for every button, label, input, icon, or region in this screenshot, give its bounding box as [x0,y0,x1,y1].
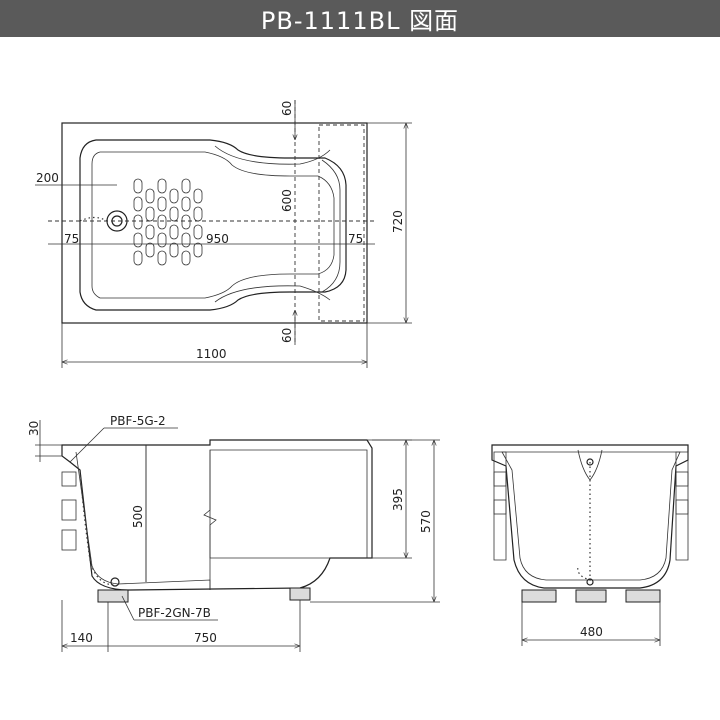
antislip-dot [133,178,143,194]
tub-inner-floor [91,151,335,299]
antislip-dot [193,224,203,240]
side-tub-body [61,439,373,591]
dim-200-label: 200 [36,171,59,185]
end-tub-inner [501,451,681,581]
dim-950-label: 950 [206,232,229,246]
end-drain-pipe [577,462,591,581]
side-rib-3 [61,529,77,551]
antislip-dot [181,178,191,194]
dim-60-top-label: 60 [280,101,294,116]
end-tub-outer [491,444,689,589]
dim-500-label: 500 [131,505,145,528]
antislip-dot [157,196,167,212]
end-hatch-right [675,451,689,561]
antislip-dot [157,250,167,266]
side-foot-1 [97,589,129,603]
antislip-dot [169,206,179,222]
antislip-dot [157,178,167,194]
tub-outer-rim [61,122,368,324]
side-apron-front [209,449,368,559]
headrest-outline [321,159,341,293]
end-rib-l1 [493,471,507,487]
drawing-title: PB-1111BL 図面 [260,7,460,35]
end-rib-r1 [675,471,689,487]
antislip-dot [181,232,191,248]
dim-75-right-label: 75 [348,232,363,246]
side-rib-2 [61,499,77,521]
end-overflow-fitting [586,458,594,466]
antislip-dot [145,224,155,240]
end-foot-1 [521,589,557,603]
drain-pipe [79,216,108,222]
dim-75-left-label: 75 [64,232,79,246]
antislip-dot [181,196,191,212]
part-bottom-leader [121,595,135,621]
dim-395-label: 395 [391,488,405,511]
end-rib-l2 [493,499,507,515]
antislip-dot [133,250,143,266]
part-top-label: PBF-5G-2 [110,414,166,428]
dim-570-label: 570 [419,510,433,533]
antislip-pattern [133,178,203,266]
antislip-dot [193,188,203,204]
antislip-dot [193,242,203,258]
side-view: 30 PBF-5G-2 500 395 570 PBF-2GN-7B 140 7… [27,414,440,652]
plan-view: 200 75 950 75 60 600 60 720 1100 [35,100,412,368]
antislip-dot [169,224,179,240]
side-rib-1 [61,471,77,487]
title-bar: PB-1111BL 図面 [0,0,720,37]
antislip-dot [133,196,143,212]
antislip-dot [145,242,155,258]
end-rib-r2 [675,499,689,515]
antislip-dot [157,214,167,230]
end-hatch-left [493,451,507,561]
drain-outlet-outer [106,210,128,232]
dim-1100-label: 1100 [196,347,227,361]
antislip-dot [145,206,155,222]
antislip-dot [169,242,179,258]
antislip-dot [181,250,191,266]
side-drain-fitting [110,577,120,587]
dim-720-label: 720 [391,210,405,233]
dim-480-label: 480 [580,625,603,639]
dim-750-label: 750 [194,631,217,645]
dim-30-label: 30 [27,421,41,436]
dim-140-label: 140 [70,631,93,645]
armrest-top [214,145,331,165]
dim-60-bottom-label: 60 [280,328,294,343]
part-top-leader [69,427,105,463]
side-foot-2 [289,587,311,601]
end-drain-fitting [586,578,594,586]
antislip-dot [133,232,143,248]
end-view: 480 [491,444,689,646]
antislip-dot [193,206,203,222]
antislip-dot [181,214,191,230]
end-foot-3 [625,589,661,603]
antislip-dot [133,214,143,230]
side-apron-break [203,450,217,590]
dim-600-label: 600 [280,189,294,212]
armrest-bottom [214,285,331,303]
antislip-dot [169,188,179,204]
part-bottom-label: PBF-2GN-7B [138,606,211,620]
antislip-dot [157,232,167,248]
tub-inner-basin [79,139,347,311]
end-foot-2 [575,589,607,603]
antislip-dot [145,188,155,204]
cover-outline [318,124,365,322]
side-drain-pipe [79,469,116,586]
